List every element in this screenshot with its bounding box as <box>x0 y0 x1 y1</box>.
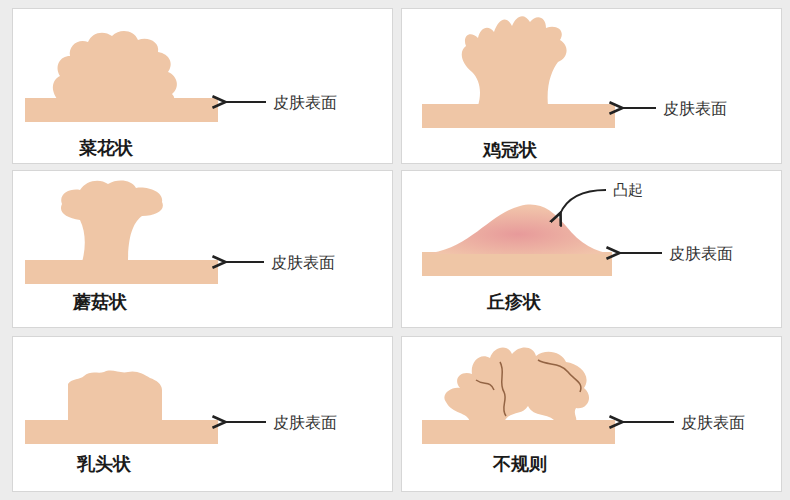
skin-slab <box>422 252 612 276</box>
surface-label: 皮肤表面 <box>663 99 727 118</box>
shape-caption: 丘疹状 <box>487 291 541 313</box>
shape-panel: 皮肤表面乳头状 <box>12 336 393 492</box>
shape-caption: 乳头状 <box>77 453 131 475</box>
papule-growth <box>424 205 612 254</box>
bump-label: 凸起 <box>613 181 643 199</box>
shape-panel: 皮肤表面鸡冠状 <box>401 8 782 164</box>
surface-label: 皮肤表面 <box>273 413 337 432</box>
shape-caption: 蘑菇状 <box>73 291 127 313</box>
coxcomb-growth <box>462 16 567 106</box>
panel-ground <box>12 8 782 492</box>
surface-label: 皮肤表面 <box>271 253 335 272</box>
skin-slab <box>25 260 218 284</box>
pointer-arrow <box>224 102 674 422</box>
surface-label: 皮肤表面 <box>681 413 745 432</box>
irregular-streaks <box>476 360 581 416</box>
shape-caption: 菜花状 <box>79 137 133 159</box>
shape-panel: 皮肤表面蘑菇状 <box>12 170 393 328</box>
skin-slab <box>422 104 615 128</box>
skin-slab <box>25 420 218 444</box>
cauliflower-growth <box>53 31 177 100</box>
skin-slab <box>25 98 218 122</box>
shape-caption: 不规则 <box>493 453 547 475</box>
surface-label: 皮肤表面 <box>273 93 337 112</box>
irregular-growth <box>444 347 589 422</box>
shape-panel: 凸起皮肤表面丘疹状 <box>401 170 782 328</box>
papillary-growth <box>68 371 162 422</box>
shape-panel: 皮肤表面不规则 <box>401 336 782 492</box>
shape-panel: 皮肤表面菜花状 <box>12 8 393 164</box>
mushroom-growth <box>61 181 163 262</box>
shape-caption: 鸡冠状 <box>483 139 537 161</box>
surface-label: 皮肤表面 <box>669 244 733 263</box>
skin-slab <box>422 420 615 444</box>
